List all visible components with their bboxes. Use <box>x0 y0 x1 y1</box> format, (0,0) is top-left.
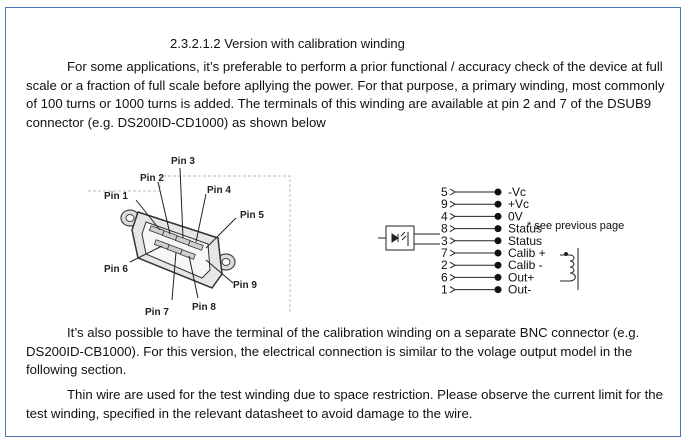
terminal-dot <box>494 237 502 245</box>
terminal-dot <box>494 212 502 220</box>
terminal-arrow <box>449 212 456 220</box>
terminal-pin-number: 3 <box>441 234 448 248</box>
terminal-pin-number: 1 <box>441 283 448 297</box>
terminal-arrow <box>449 249 456 257</box>
dsub9-connector-drawing <box>120 167 237 301</box>
terminal-pin-number: 4 <box>441 209 448 223</box>
terminal-dot <box>494 225 502 233</box>
document-frame <box>5 7 681 437</box>
terminal-label: -Vc <box>508 185 526 199</box>
terminal-row: 3 Status <box>441 234 542 248</box>
pin-7-label: Pin 7 <box>145 307 169 318</box>
pin-6-label: Pin 6 <box>104 264 128 275</box>
terminal-label: Status <box>508 234 542 248</box>
terminal-row: 2 Calib - <box>441 258 543 272</box>
bnc-paragraph: It’s also possible to have the terminal … <box>26 325 640 377</box>
wiring-figure: Pin 1 Pin 2 Pin 3 Pin 4 Pin 5 Pin 6 Pin … <box>0 150 688 320</box>
terminal-pin-number: 6 <box>441 270 448 284</box>
terminal-dot <box>494 286 502 294</box>
terminal-row: 8 Status <box>441 222 542 236</box>
terminal-label: +Vc <box>508 197 529 211</box>
terminal-row: 9 +Vc <box>441 197 529 211</box>
terminal-dot <box>494 261 502 269</box>
terminal-label: Out- <box>508 283 531 297</box>
terminal-dot <box>494 273 502 281</box>
status-note: * see previous page <box>527 220 624 232</box>
pin-9-label: Pin 9 <box>233 280 257 291</box>
figure-border <box>88 175 291 312</box>
calibration-coil-icon <box>560 248 579 290</box>
terminal-pin-number: 8 <box>441 222 448 236</box>
terminal-row: 1 Out- <box>441 283 531 297</box>
section-heading: 2.3.2.1.2 Version with calibration windi… <box>170 36 405 51</box>
terminal-row: 5 -Vc <box>441 185 526 199</box>
optocoupler-icon <box>378 225 440 251</box>
terminal-pin-number: 2 <box>441 258 448 272</box>
terminal-pin-number: 7 <box>441 246 448 260</box>
terminal-pin-number: 9 <box>441 197 448 211</box>
terminal-arrow <box>449 237 456 245</box>
terminal-dot <box>494 188 502 196</box>
terminal-row: 4 0V <box>441 209 523 223</box>
terminal-arrow <box>449 225 456 233</box>
terminal-dot <box>494 249 502 257</box>
terminal-label: 0V <box>508 209 523 223</box>
pin-4-label: Pin 4 <box>207 185 231 196</box>
terminal-pin-number: 5 <box>441 185 448 199</box>
pin-5-label: Pin 5 <box>240 210 264 221</box>
terminal-label: Out+ <box>508 270 534 284</box>
terminal-label: Calib + <box>508 246 546 260</box>
pin-3-label: Pin 3 <box>171 156 195 167</box>
terminal-arrow <box>449 286 456 294</box>
terminal-dot <box>494 200 502 208</box>
terminal-arrow <box>449 273 456 281</box>
terminal-row: 6 Out+ <box>441 270 534 284</box>
wire-paragraph: Thin wire are used for the test winding … <box>26 387 663 421</box>
terminal-arrow <box>449 200 456 208</box>
pin-1-label: Pin 1 <box>104 191 128 202</box>
terminal-row: 7 Calib + <box>441 246 546 260</box>
terminal-label: Status <box>508 222 542 236</box>
terminal-arrow <box>449 261 456 269</box>
terminal-label: Calib - <box>508 258 543 272</box>
pin-8-label: Pin 8 <box>192 302 216 313</box>
terminal-arrow <box>449 188 456 196</box>
intro-paragraph: For some applications, it’s preferable t… <box>26 59 665 130</box>
pin-2-label: Pin 2 <box>140 173 164 184</box>
connector-diagram-svg: Pin 1 Pin 2 Pin 3 Pin 4 Pin 5 Pin 6 Pin … <box>88 156 624 318</box>
